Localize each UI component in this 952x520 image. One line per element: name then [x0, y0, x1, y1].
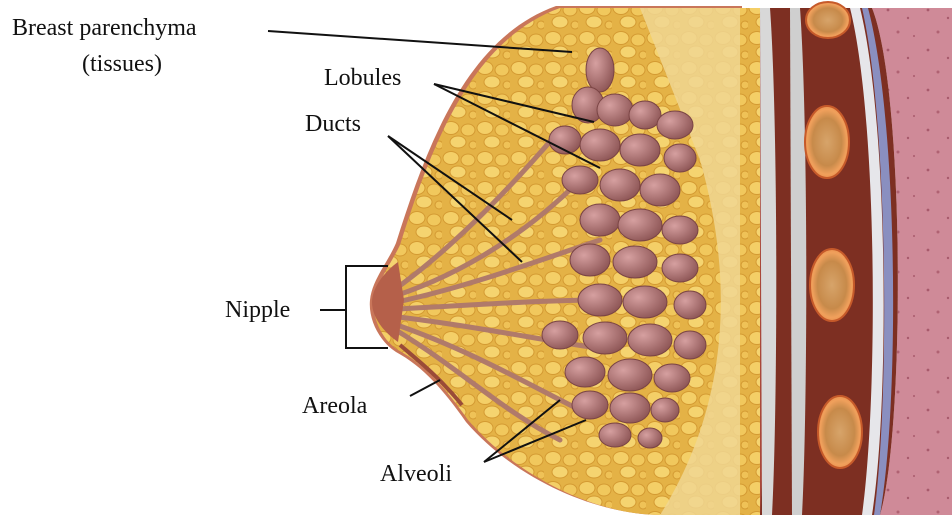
nipple-label: Nipple	[225, 298, 290, 322]
breast-parenchyma-label: Breast parenchyma	[12, 16, 197, 40]
areola-leader	[410, 380, 440, 396]
breast-parenchyma	[370, 0, 770, 515]
ducts-label: Ducts	[305, 112, 361, 136]
breast-parenchyma-sublabel: (tissues)	[82, 52, 162, 76]
alveoli-label: Alveoli	[380, 462, 452, 486]
lobules-label: Lobules	[324, 66, 401, 90]
areola-label: Areola	[302, 394, 367, 418]
